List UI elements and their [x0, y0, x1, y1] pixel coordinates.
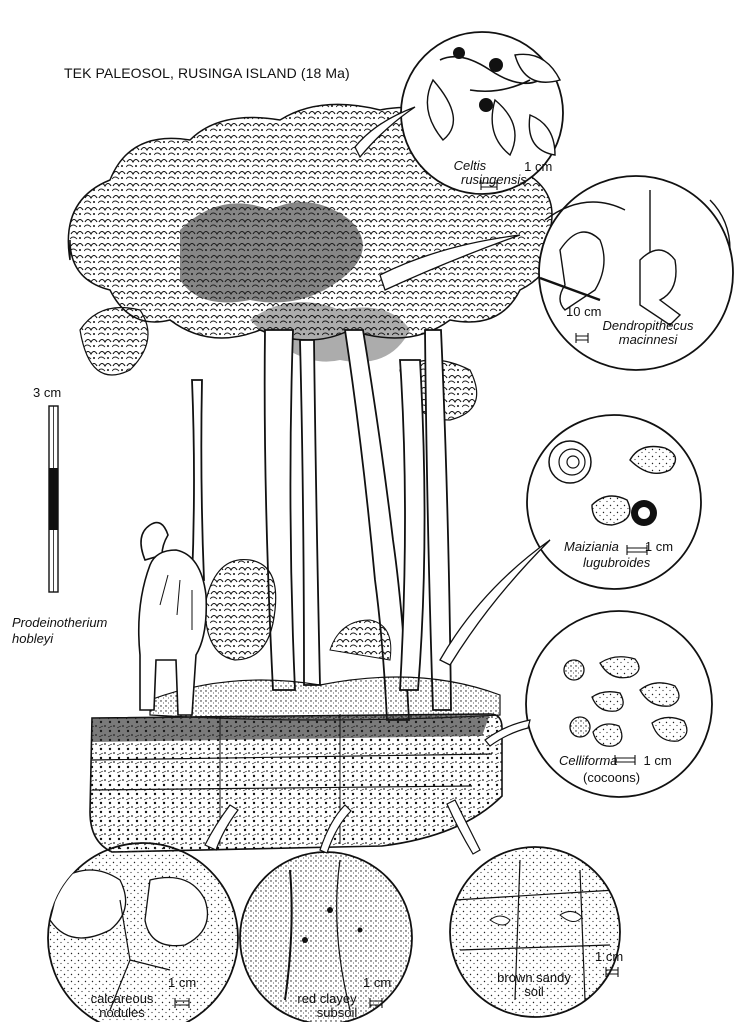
celliforma-label: Celliforma 1 cm [559, 754, 672, 768]
calcareous-label: calcareous nodules [72, 992, 172, 1019]
maiziania-genus: Maiziania [564, 539, 619, 554]
celtis-genus: Celtis [454, 158, 487, 173]
brown-sandy-label: brown sandy soil [486, 971, 582, 998]
celtis-label: Celtis 1 cm rusingensis [448, 159, 558, 187]
red-clayey-label: red clayey subsoil [282, 992, 372, 1019]
main-scale-label: 3 cm [33, 386, 61, 400]
calcareous-line1: calcareous [72, 992, 172, 1006]
maiziania-species: lugubroides [583, 556, 650, 570]
tree-trunks [192, 330, 451, 720]
maiziania-label: Maiziania 1 cm [564, 540, 673, 554]
celtis-species: rusingensis [448, 173, 558, 187]
dendropithecus-species: macinnesi [590, 333, 706, 347]
celliforma-genus: Celliforma [559, 753, 618, 768]
calcareous-scale: 1 cm [168, 976, 196, 990]
figure-title: TEK PALEOSOL, RUSINGA ISLAND (18 Ma) [64, 66, 350, 81]
dendropithecus-scale: 10 cm [566, 305, 601, 319]
prodeinotherium-species: hobleyi [12, 632, 53, 646]
celliforma-scale: 1 cm [644, 753, 672, 768]
red-clayey-line1: red clayey [282, 992, 372, 1006]
calcareous-line2: nodules [72, 1006, 172, 1020]
red-clayey-line2: subsoil [282, 1006, 372, 1020]
brown-sandy-line1: brown sandy [486, 971, 582, 985]
maiziania-scale: 1 cm [645, 539, 673, 554]
dendropithecus-label: Dendropithecus macinnesi [590, 319, 706, 346]
brown-sandy-line2: soil [486, 985, 582, 999]
main-scale-bar [49, 406, 58, 592]
red-clayey-scale: 1 cm [363, 976, 391, 990]
dendropithecus-genus: Dendropithecus [590, 319, 706, 333]
soil-block [90, 714, 502, 852]
celliforma-note: (cocoons) [583, 771, 640, 785]
celtis-scale: 1 cm [524, 160, 552, 174]
brown-sandy-scale: 1 cm [595, 950, 623, 964]
prodeinotherium-genus: Prodeinotherium [12, 616, 107, 630]
